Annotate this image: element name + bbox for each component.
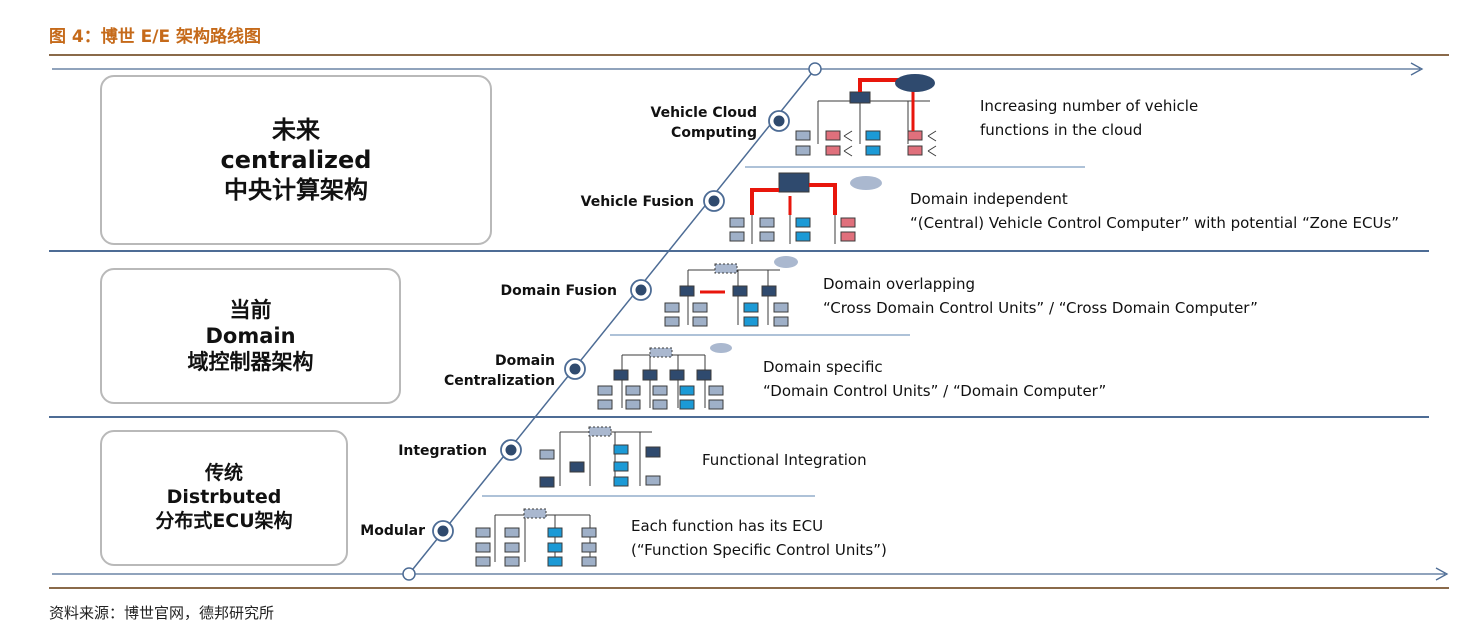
era-current-cn: 当前 (229, 297, 272, 322)
stage-divider-3 (482, 495, 815, 497)
stage-label-modular: Modular (360, 521, 425, 541)
stage-label-line: Vehicle Fusion (580, 194, 694, 210)
bottom-axis-arrowhead (1435, 567, 1449, 581)
stage-desc-domain-fusion: Domain overlapping “Cross Domain Control… (823, 272, 1258, 320)
node-vehicle-cloud (768, 110, 790, 132)
stage-desc-line: “Cross Domain Control Units” / “Cross Do… (823, 299, 1258, 317)
diagonal-start-node (402, 567, 416, 581)
stage-desc-line: Domain specific (763, 358, 883, 376)
era-traditional-en: Distrbuted (166, 486, 282, 509)
stage-label-domain-fusion: Domain Fusion (501, 281, 617, 301)
stage-desc-modular: Each function has its ECU (“Function Spe… (631, 514, 887, 562)
stage-desc-line: Increasing number of vehicle (980, 97, 1199, 115)
stage-desc-vehicle-cloud: Increasing number of vehicle functions i… (980, 94, 1198, 142)
era-traditional-cn: 传统 (204, 462, 243, 485)
era-divider-current (49, 416, 1429, 418)
era-current-en: Domain (205, 323, 296, 348)
source-note: 资料来源：博世官网，德邦研究所 (49, 604, 275, 622)
era-future-cn: 未来 (272, 116, 320, 144)
era-future-en: centralized (220, 146, 372, 174)
stage-label-line: Modular (360, 523, 425, 539)
stage-desc-line: Each function has its ECU (631, 517, 824, 535)
illustration-domain-centralization (597, 347, 724, 410)
illustration-vehicle-fusion (729, 172, 856, 244)
stage-desc-line: Functional Integration (702, 451, 867, 469)
node-domain-fusion (630, 279, 652, 301)
stage-desc-vehicle-fusion: Domain independent “(Central) Vehicle Co… (910, 187, 1399, 235)
stage-label-line: Vehicle Cloud (650, 105, 757, 121)
era-current-cn-sub: 域控制器架构 (187, 350, 314, 375)
title-rule (49, 54, 1449, 56)
stage-desc-line: “Domain Control Units” / “Domain Compute… (763, 382, 1107, 400)
stage-label-line: Domain Fusion (500, 283, 617, 299)
node-domain-centralization (564, 358, 586, 380)
node-integration (500, 439, 522, 461)
stage-label-vehicle-fusion: Vehicle Fusion (581, 192, 694, 212)
stage-desc-line: Domain overlapping (823, 275, 976, 293)
stage-divider-1 (745, 166, 1085, 168)
era-divider-future (49, 250, 1429, 252)
cloud-vehicle-fusion (850, 176, 882, 190)
illustration-modular (475, 508, 597, 567)
era-box-future: 未来 centralized 中央计算架构 (100, 75, 492, 245)
stage-divider-2 (610, 334, 910, 336)
era-box-traditional: 传统 Distrbuted 分布式ECU架构 (100, 430, 348, 566)
stage-label-vehicle-cloud: Vehicle Cloud Computing (651, 103, 757, 144)
stage-desc-integration: Functional Integration (702, 448, 867, 472)
stage-desc-domain-centralization: Domain specific “Domain Control Units” /… (763, 355, 1106, 403)
stage-label-line: Centralization (443, 373, 555, 390)
stage-desc-line: (“Function Specific Control Units”) (631, 541, 887, 559)
cloud-domain-fusion (774, 256, 798, 268)
stage-label-line: Computing (671, 125, 757, 142)
cloud-domain-centralization (710, 343, 732, 353)
stage-label-line: Domain (494, 353, 555, 369)
node-modular (432, 520, 454, 542)
stage-label-domain-centralization: Domain Centralization (444, 351, 555, 392)
era-future-cn-sub: 中央计算架构 (224, 176, 368, 204)
stage-desc-line: “(Central) Vehicle Control Computer” wit… (910, 214, 1400, 232)
evolution-diagonal (408, 68, 816, 575)
figure-title: 图 4：博世 E/E 架构路线图 (49, 27, 262, 47)
top-axis-arrowhead (1410, 62, 1424, 76)
node-vehicle-fusion (703, 190, 725, 212)
stage-desc-line: Domain independent (910, 190, 1068, 208)
stage-label-line: Integration (398, 443, 487, 459)
illustration-integration (539, 426, 661, 488)
era-traditional-cn-sub: 分布式ECU架构 (155, 509, 293, 532)
illustration-domain-fusion (664, 263, 789, 327)
diagonal-end-node (808, 62, 822, 76)
cloud-vehicle-cloud (895, 74, 935, 92)
bottom-rule (49, 587, 1449, 589)
era-box-current: 当前 Domain 域控制器架构 (100, 268, 401, 404)
stage-nodes (432, 110, 790, 542)
stage-desc-line: functions in the cloud (980, 121, 1143, 139)
stage-label-integration: Integration (398, 441, 487, 461)
